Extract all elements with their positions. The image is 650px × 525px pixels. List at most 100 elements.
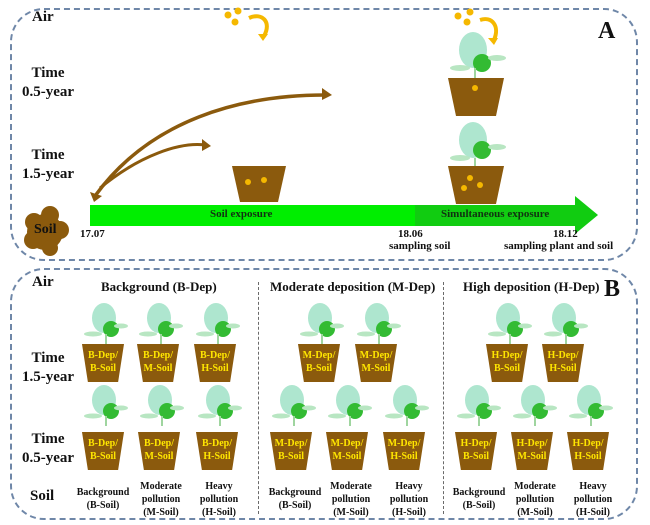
treatment-label: B-Dep/M-Soil xyxy=(143,350,173,374)
treatment-pot: M-Dep/B-Soil xyxy=(270,432,312,470)
group-title-moderate: Moderate deposition (M-Dep) xyxy=(270,279,436,294)
row-label-time-15: Time 1.5-year xyxy=(18,146,78,184)
plant-icon xyxy=(569,384,613,426)
treatment-label: M-Dep/M-Soil xyxy=(359,350,393,374)
caption-line: Moderate xyxy=(514,481,556,492)
caption-line: pollution xyxy=(515,494,555,505)
treatment-pot: B-Dep/B-Soil xyxy=(82,344,124,382)
start-date: 17.07 xyxy=(80,228,105,240)
panel-a-frame xyxy=(10,8,638,261)
row-label-time-15: Time 1.5-year xyxy=(18,349,78,387)
pot-icon xyxy=(455,432,497,470)
pot-icon xyxy=(448,78,504,116)
time-label-line1: Time xyxy=(31,431,65,447)
plant-icon xyxy=(84,384,128,426)
time-label-line2: 1.5-year xyxy=(21,369,75,385)
group-divider xyxy=(443,282,444,514)
transfer-arrow-short xyxy=(99,143,206,190)
caption-line: (M-Soil) xyxy=(517,507,553,518)
time-label-line2: 1.5-year xyxy=(21,166,75,182)
transfer-arrow-long xyxy=(93,93,326,198)
plant-icon xyxy=(450,32,506,78)
caption-line: (M-Soil) xyxy=(143,507,179,518)
time-label-line2: 0.5-year xyxy=(21,84,75,100)
plant-icon xyxy=(457,384,501,426)
caption-line: pollution xyxy=(389,494,429,505)
treatment-pot: B-Dep/H-Soil xyxy=(194,344,236,382)
group-title-background: Background (B-Dep) xyxy=(101,279,217,294)
treatment-pot: H-Dep/H-Soil xyxy=(567,432,609,470)
timeline-arrowhead xyxy=(575,196,598,234)
caption-line: (B-Soil) xyxy=(86,500,120,511)
treatment-label: B-Dep/H-Soil xyxy=(200,350,230,374)
arrowhead-down xyxy=(90,192,102,202)
time-label-line1: Time xyxy=(31,350,65,366)
simultaneous-exposure-bar xyxy=(415,205,575,226)
pot-icon xyxy=(355,344,397,382)
pot-icon xyxy=(82,344,124,382)
time-label-line1: Time xyxy=(31,147,65,163)
treatment-pot: M-Dep/B-Soil xyxy=(298,344,340,382)
time-label-line2: 0.5-year xyxy=(21,450,75,466)
treatment-pot: M-Dep/M-Soil xyxy=(355,344,397,382)
treatment-label: B-Dep/M-Soil xyxy=(144,438,174,462)
treatment-pot: B-Dep/M-Soil xyxy=(137,344,179,382)
pot-icon xyxy=(270,432,312,470)
pot-icon xyxy=(138,432,180,470)
treatment-pot: H-Dep/B-Soil xyxy=(486,344,528,382)
pot-icon xyxy=(194,344,236,382)
treatment-label: H-Dep/H-Soil xyxy=(547,350,579,374)
caption-line: (M-Soil) xyxy=(333,507,369,518)
pot-icon xyxy=(486,344,528,382)
plant-icon xyxy=(84,302,128,344)
plant-icon xyxy=(328,384,372,426)
row-label-time-05: Time 0.5-year xyxy=(18,430,78,468)
caption-line: (B-Soil) xyxy=(462,500,496,511)
end-note: sampling plant and soil xyxy=(504,240,614,252)
treatment-label: B-Dep/B-Soil xyxy=(88,438,118,462)
treatment-pot: H-Dep/H-Soil xyxy=(542,344,584,382)
caption-line: Heavy xyxy=(205,481,233,492)
caption-line: (H-Soil) xyxy=(392,507,426,518)
plant-icon xyxy=(488,302,532,344)
end-date: 18.12 xyxy=(553,228,578,240)
pot-icon xyxy=(448,166,504,204)
plant-icon xyxy=(300,302,344,344)
treatment-pot: M-Dep/H-Soil xyxy=(383,432,425,470)
panel-a-letter: A xyxy=(598,18,616,44)
plant-icon xyxy=(140,384,184,426)
treatment-label: H-Dep/B-Soil xyxy=(491,350,523,374)
caption-line: (B-Soil) xyxy=(278,500,312,511)
soil-label: Soil xyxy=(34,222,57,237)
treatment-label: B-Dep/B-Soil xyxy=(88,350,118,374)
caption-line: (H-Soil) xyxy=(202,507,236,518)
treatment-label: M-Dep/B-Soil xyxy=(302,350,336,374)
soil-exposure-bar xyxy=(90,205,415,226)
caption-line: Moderate xyxy=(330,481,372,492)
plant-icon xyxy=(272,384,316,426)
treatment-label: H-Dep/B-Soil xyxy=(460,438,492,462)
pot-icon xyxy=(542,344,584,382)
arrowhead-long xyxy=(322,88,332,100)
plant-icon xyxy=(196,302,240,344)
pot-icon xyxy=(326,432,368,470)
caption-line: Background xyxy=(452,487,506,498)
row-label-soil: Soil xyxy=(30,488,55,504)
pot-icon xyxy=(196,432,238,470)
treatment-label: H-Dep/M-Soil xyxy=(516,438,548,462)
soil-type-caption: Background(B-Soil) xyxy=(262,486,328,512)
air-particles-icon xyxy=(224,7,269,41)
soil-type-caption: Moderate pollution (M-Soil) xyxy=(502,480,568,519)
simultaneous-exposure-label: Simultaneous exposure xyxy=(441,208,550,220)
row-label-air: Air xyxy=(32,9,54,25)
group-divider xyxy=(258,282,259,514)
time-label-line1: Time xyxy=(31,65,65,81)
treatment-pot: B-Dep/B-Soil xyxy=(82,432,124,470)
pot-icon xyxy=(82,432,124,470)
row-label-air: Air xyxy=(32,274,54,290)
panel-b-frame xyxy=(10,268,638,520)
soil-exposure-label: Soil exposure xyxy=(210,208,273,220)
